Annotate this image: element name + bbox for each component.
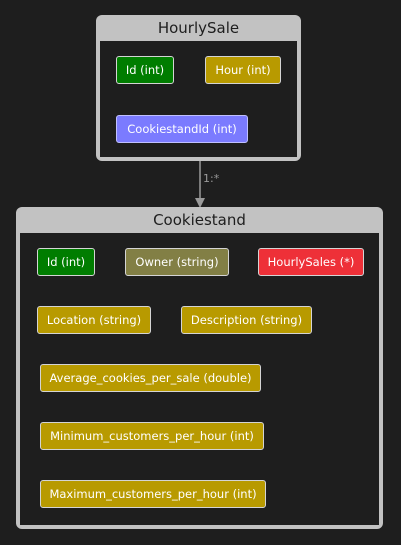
- cookiestand-id-field[interactable]: Id (int): [37, 248, 95, 276]
- hourly-sale-body: Id (int) Hour (int) CookiestandId (int): [100, 41, 297, 157]
- cookiestand-owner-field[interactable]: Owner (string): [125, 248, 229, 276]
- cookiestand-location-field[interactable]: Location (string): [37, 306, 151, 334]
- cookiestand-average-cookies-field[interactable]: Average_cookies_per_sale (double): [40, 364, 261, 392]
- cookiestand-minimum-customers-field[interactable]: Minimum_customers_per_hour (int): [40, 422, 264, 450]
- cookiestand-hourly-sales-field[interactable]: HourlySales (*): [258, 248, 364, 276]
- hourly-sale-entity[interactable]: HourlySale Id (int) Hour (int) Cookiesta…: [96, 15, 301, 161]
- hourly-sale-cookiestand-id-field[interactable]: CookiestandId (int): [116, 115, 248, 143]
- cookiestand-entity[interactable]: Cookiestand Id (int) Owner (string) Hour…: [16, 207, 383, 529]
- hourly-sale-title: HourlySale: [157, 19, 240, 37]
- cookiestand-title: Cookiestand: [153, 211, 246, 229]
- relationship-label: 1:*: [203, 172, 220, 185]
- hourly-sale-hour-field[interactable]: Hour (int): [205, 56, 281, 84]
- relationship-arrowhead: [195, 198, 205, 208]
- cookiestand-description-field[interactable]: Description (string): [181, 306, 312, 334]
- cookiestand-body: Id (int) Owner (string) HourlySales (*) …: [20, 233, 379, 525]
- hourly-sale-id-field[interactable]: Id (int): [116, 56, 174, 84]
- cookiestand-maximum-customers-field[interactable]: Maximum_customers_per_hour (int): [40, 480, 266, 508]
